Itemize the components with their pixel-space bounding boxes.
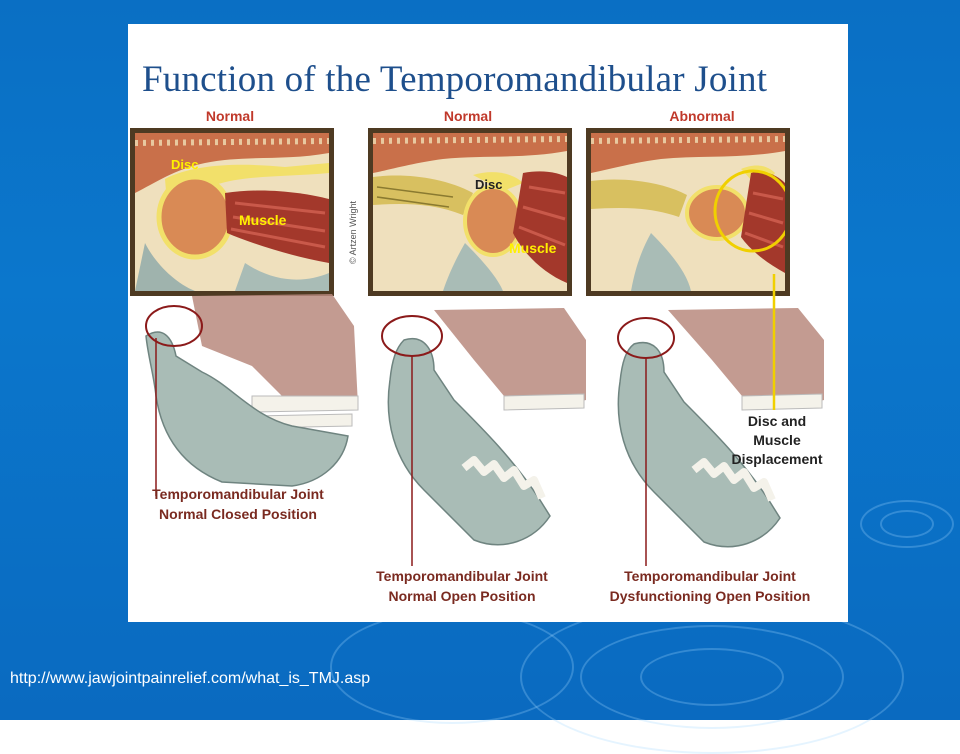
column-heading-normal-closed: Normal (205, 108, 255, 124)
closeup-panel-abnormal-open (586, 128, 790, 296)
caption-line: Normal Closed Position (159, 506, 317, 522)
displacement-highlight-ring (713, 169, 785, 253)
muscle-label: Muscle (509, 240, 557, 256)
joint-closeup-illustration: Disc Muscle (135, 133, 329, 291)
joint-closeup-illustration: Disc Muscle (373, 133, 567, 291)
caption-line: Temporomandibular Joint (376, 568, 548, 584)
ripple-decoration (330, 610, 574, 724)
muscle-label: Muscle (239, 212, 287, 228)
callout-leader-line (772, 274, 776, 410)
skull-illustration-open-abnormal (617, 308, 824, 566)
caption-line: Temporomandibular Joint (624, 568, 796, 584)
caption-abnormal-open: Temporomandibular Joint Dysfunctioning O… (590, 566, 830, 606)
diagram-plate: Function of the Temporomandibular Joint … (128, 24, 848, 622)
caption-line: Normal Open Position (388, 588, 536, 604)
disc-muscle-displacement-callout: Disc and Muscle Displacement (712, 412, 842, 469)
callout-line: Displacement (731, 451, 823, 467)
blank-area (128, 528, 348, 622)
skull-illustration-closed (145, 294, 359, 496)
ripple-decoration (860, 500, 954, 548)
column-heading-normal-open: Normal (443, 108, 493, 124)
callout-line: Muscle (753, 432, 801, 448)
closeup-panel-normal-open: Disc Muscle (368, 128, 572, 296)
ripple-decoration (640, 648, 784, 706)
joint-closeup-illustration (591, 133, 785, 291)
copyright-credit: © Artzen Wright (348, 201, 358, 264)
source-url-text: http://www.jawjointpainrelief.com/what_i… (10, 670, 371, 687)
disc-label: Disc (475, 177, 502, 192)
ripple-decoration (880, 510, 934, 538)
column-heading-abnormal-open: Abnormal (669, 108, 735, 124)
caption-line: Dysfunctioning Open Position (609, 588, 811, 604)
diagram-title: Function of the Temporomandibular Joint (142, 59, 768, 100)
closeup-panel-normal-closed: Disc Muscle (130, 128, 334, 296)
caption-line: Temporomandibular Joint (152, 486, 324, 502)
caption-normal-closed: Temporomandibular Joint Normal Closed Po… (128, 484, 358, 524)
joint-ring (145, 305, 203, 347)
disc-label: Disc (171, 157, 198, 172)
skull-illustration-open-normal (381, 308, 586, 566)
callout-line: Disc and (747, 413, 807, 429)
caption-normal-open: Temporomandibular Joint Normal Open Posi… (342, 566, 582, 606)
